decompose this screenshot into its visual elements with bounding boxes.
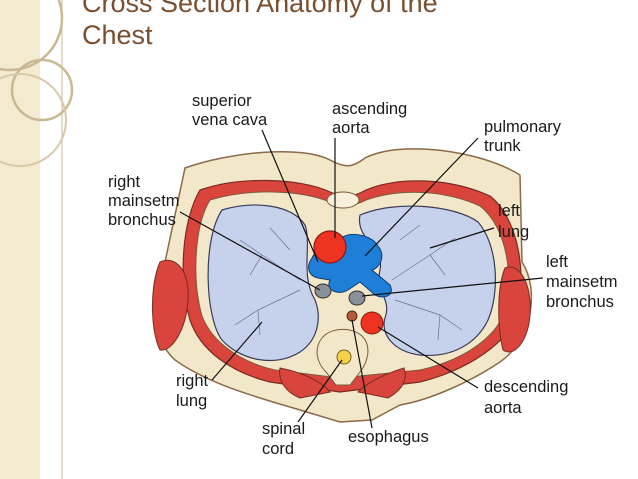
left-arm-muscle [498, 266, 531, 353]
label-left-mainstem-bronchus: left mainsetm bronchus [546, 253, 622, 311]
descending-aorta [360, 311, 384, 335]
right-arm-muscle [152, 259, 189, 351]
label-descending-aorta: descending aorta [484, 378, 573, 417]
right-mainstem-bronchus [314, 283, 332, 299]
paraspinal-muscle-left [356, 367, 406, 399]
label-left-lung: left lung [498, 202, 529, 241]
slide-title: Cross Section Anatomy of the Chest [82, 0, 602, 51]
sternum [326, 191, 360, 209]
left-accent-strip [0, 0, 40, 479]
esophagus-structure [346, 310, 358, 322]
spinal-cord-structure [336, 349, 352, 365]
lung-vessel-texture [234, 224, 463, 341]
decorative-ring [0, 73, 67, 167]
slide-title-line-1: Cross Section Anatomy of the [82, 0, 438, 18]
right-lung [207, 204, 319, 362]
left-mainstem-bronchus [348, 290, 366, 306]
left-lung [358, 205, 496, 357]
label-esophagus: esophagus [348, 428, 429, 446]
ascending-aorta [313, 230, 347, 264]
label-spinal-cord: spinal cord [262, 420, 310, 458]
label-right-lung: right lung [176, 372, 213, 410]
label-ascending-aorta: ascending aorta [332, 100, 412, 137]
label-leader-lines [179, 129, 544, 429]
label-right-mainstem-bronchus: right mainsetm bronchus [108, 173, 184, 229]
slide-title-line-2: Chest [82, 20, 153, 50]
decorative-ring [10, 58, 74, 122]
paraspinal-muscle-right [279, 367, 331, 399]
label-pulmonary-trunk: pulmonary trunk [484, 118, 566, 155]
label-superior-vena-cava: superior vena cava [192, 92, 268, 129]
decorative-ring [0, 0, 64, 72]
